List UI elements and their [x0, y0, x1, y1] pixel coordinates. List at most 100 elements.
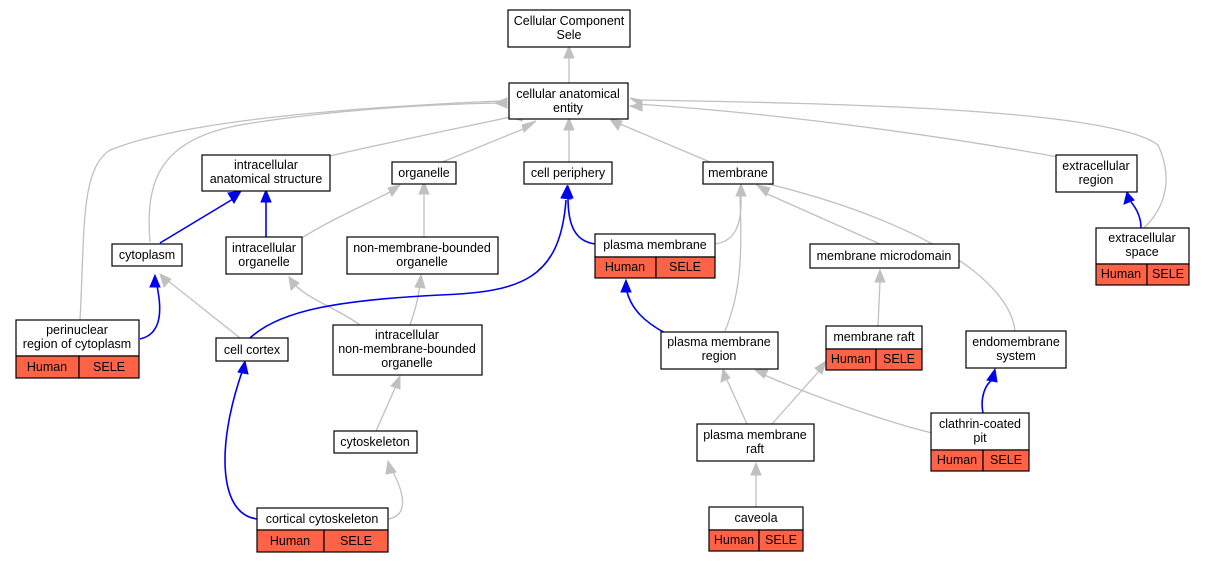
node-extracellular-space[interactable]: extracellular space Human SELE [1095, 227, 1190, 286]
annotation-cell [758, 529, 804, 552]
node-cytoskeleton[interactable]: cytoskeleton [333, 430, 418, 454]
arrowhead [414, 273, 426, 289]
node-label: extracellular [1108, 231, 1175, 245]
node-plasma-membrane-raft[interactable]: plasma membrane raft [696, 423, 815, 462]
node-box [346, 236, 499, 275]
arrowhead [750, 461, 762, 476]
node-membrane-microdomain[interactable]: membrane microdomain [809, 243, 960, 269]
edge-cytoplasm-cae [148, 102, 503, 243]
edges-blue [139, 197, 1142, 520]
annotation-cell [1146, 263, 1190, 286]
annotation-cell [982, 449, 1030, 472]
annotation-gene: SELE [669, 260, 701, 274]
node-box [111, 243, 183, 267]
node-box [15, 319, 140, 357]
node-box [523, 161, 613, 185]
node-label: organelle [398, 166, 449, 180]
annotation-species: Human [831, 352, 871, 366]
edge-organelle-cae [439, 126, 529, 164]
node-label: cytoplasm [119, 248, 175, 262]
node-caveola[interactable]: caveola Human SELE [708, 506, 804, 552]
node-intracellular-anatomical-structure[interactable]: intracellular anatomical structure [201, 154, 331, 192]
edge-ecs-ecr [1130, 201, 1142, 229]
annotation-species: Human [937, 453, 977, 467]
node-label: pit [973, 431, 987, 445]
node-clathrin-coated-pit[interactable]: clathrin-coated pit Human SELE [930, 412, 1030, 472]
edge-cellcortex-cellperiphery [249, 199, 567, 339]
node-cytoplasm[interactable]: cytoplasm [111, 243, 183, 267]
node-membrane-raft[interactable]: membrane raft Human SELE [825, 325, 923, 371]
edge-pmr-pm [626, 291, 666, 334]
node-box [391, 161, 457, 185]
node-label: raft [746, 442, 765, 456]
node-box [702, 161, 774, 185]
node-cell-cortex[interactable]: cell cortex [215, 337, 289, 362]
node-label: cortical cytoskeleton [266, 512, 379, 526]
node-label: intracellular [232, 241, 296, 255]
arrowhead [563, 44, 575, 59]
node-label: plasma membrane [667, 335, 771, 349]
node-membrane[interactable]: membrane [702, 161, 774, 185]
annotation-gene: SELE [1152, 267, 1184, 281]
node-plasma-membrane[interactable]: plasma membrane Human SELE [594, 233, 716, 279]
annotation-species: Human [605, 260, 645, 274]
node-cellular-anatomical-entity[interactable]: cellular anatomical entity [508, 82, 629, 120]
node-organelle[interactable]: organelle [391, 161, 457, 185]
node-label: anatomical structure [210, 172, 323, 186]
node-intracellular-non-membrane-bounded-organelle[interactable]: intracellular non-membrane-bounded organ… [332, 324, 483, 376]
node-label: membrane [708, 166, 768, 180]
arrowhead [237, 359, 249, 375]
node-label: system [996, 349, 1036, 363]
annotation-gene: SELE [883, 352, 915, 366]
annotation-cell [875, 348, 923, 371]
edge-cortcyto-cellcortex [224, 371, 259, 520]
arrowhead [385, 459, 397, 475]
node-box [332, 324, 483, 376]
node-non-membrane-bounded-organelle[interactable]: non-membrane-bounded organelle [346, 236, 499, 275]
arrowhead [752, 368, 769, 379]
node-cellular-component-root[interactable]: Cellular Component Sele [507, 9, 631, 48]
annotation-gene: SELE [93, 360, 125, 374]
arrowhead [1123, 190, 1135, 205]
node-label: plasma membrane [703, 428, 807, 442]
arrowhead [288, 276, 300, 291]
arrowhead [390, 374, 401, 390]
annotation-species: Human [1101, 267, 1141, 281]
node-label: endomembrane [972, 335, 1060, 349]
edge-mraft-mmd [877, 280, 881, 327]
node-label: organelle [381, 356, 432, 370]
node-label: region [702, 349, 737, 363]
node-intracellular-organelle[interactable]: intracellular organelle [225, 236, 303, 275]
arrowhead [720, 367, 731, 383]
edge-pmraft-pmr [726, 379, 748, 425]
node-endomembrane-system[interactable]: endomembrane system [965, 330, 1067, 369]
arrowhead [608, 118, 623, 131]
edge-pmr-membrane [724, 195, 742, 332]
arrowhead [628, 102, 643, 112]
arrowhead [735, 182, 747, 197]
node-label: organelle [396, 255, 447, 269]
arrowhead [986, 367, 998, 383]
arrows-gray [159, 44, 886, 476]
node-perinuclear-region-of-cytoplasm[interactable]: perinuclear region of cytoplasm Human SE… [15, 319, 140, 379]
node-label: caveola [734, 511, 777, 525]
edge-ccp-endo [981, 379, 993, 414]
node-box [965, 330, 1067, 369]
arrowhead [159, 273, 172, 289]
arrowhead [260, 188, 272, 203]
annotation-gene: SELE [340, 534, 372, 548]
edge-pm-membrane [713, 195, 742, 245]
edge-cellcortex-cytoplasm [166, 279, 241, 339]
arrowhead [560, 184, 572, 200]
node-extracellular-region[interactable]: extracellular region [1055, 154, 1138, 193]
edge-ias-cae [329, 115, 516, 157]
arrowhead [149, 273, 161, 288]
node-label: plasma membrane [603, 238, 707, 252]
node-cell-periphery[interactable]: cell periphery [523, 161, 613, 185]
arrowhead [814, 359, 827, 375]
node-label: cell cortex [224, 343, 281, 357]
node-plasma-membrane-region[interactable]: plasma membrane region [660, 331, 779, 370]
annotation-gene: SELE [990, 453, 1022, 467]
node-label: non-membrane-bounded [338, 342, 476, 356]
node-cortical-cytoskeleton[interactable]: cortical cytoskeleton Human SELE [256, 507, 389, 553]
